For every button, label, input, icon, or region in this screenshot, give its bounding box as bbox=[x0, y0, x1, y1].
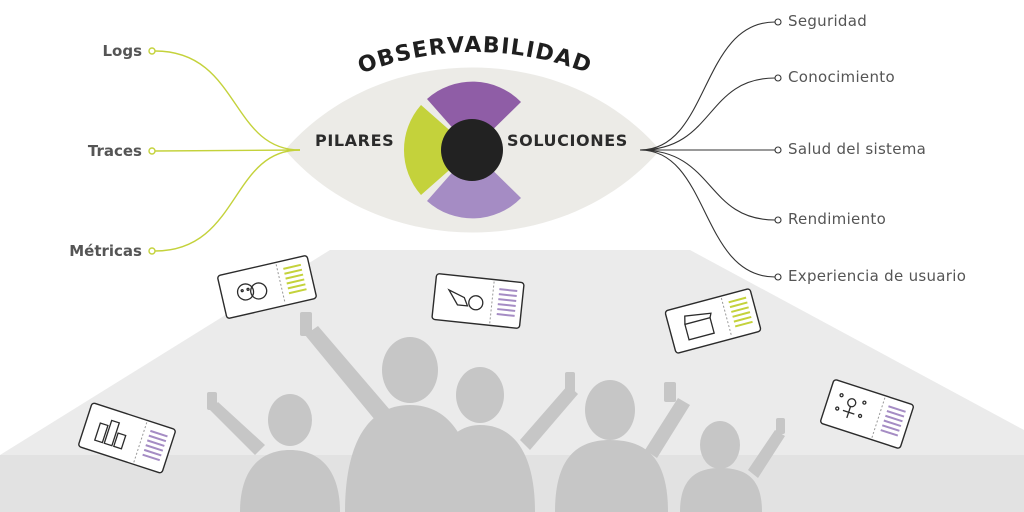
ticket-soccer bbox=[431, 273, 525, 329]
iris-lightpurple-segment bbox=[427, 150, 521, 219]
clapperboard-icon bbox=[684, 312, 715, 341]
crowd-silhouette bbox=[207, 312, 785, 512]
solution-seguridad: Seguridad bbox=[788, 12, 868, 30]
pillar-logs: Logs bbox=[102, 42, 142, 60]
iris-purple-segment bbox=[427, 81, 521, 150]
observability-title: OBSERVABILIDAD bbox=[355, 33, 595, 79]
solution-salud-sistema: Salud del sistema bbox=[788, 140, 927, 158]
eye-right-label: SOLUCIONES bbox=[507, 131, 628, 150]
solution-rendimiento: Rendimiento bbox=[788, 210, 887, 228]
pillar-traces: Traces bbox=[87, 142, 142, 160]
iris-center bbox=[441, 119, 503, 181]
performer-lights-icon bbox=[835, 393, 867, 419]
solution-conocimiento: Conocimiento bbox=[788, 68, 895, 86]
pillar-connectors bbox=[154, 50, 301, 252]
iris-green-segment bbox=[403, 105, 472, 195]
ticket-performer bbox=[820, 379, 914, 449]
theater-masks-icon bbox=[236, 282, 268, 301]
solution-nodes bbox=[774, 18, 782, 281]
ticket-theater bbox=[217, 255, 317, 319]
pillar-nodes bbox=[148, 47, 156, 255]
ticket-cinema bbox=[664, 288, 762, 354]
soccer-boot-ball-icon bbox=[447, 288, 484, 311]
pillar-metricas: Métricas bbox=[69, 242, 142, 260]
solution-experiencia-usuario: Experiencia de usuario bbox=[788, 267, 967, 285]
ticket-city bbox=[78, 402, 176, 474]
iris bbox=[403, 81, 521, 219]
city-buildings-icon bbox=[93, 419, 127, 450]
title-arc: OBSERVABILIDAD bbox=[355, 33, 595, 79]
solution-connectors bbox=[639, 21, 776, 278]
eye-left-label: PILARES bbox=[315, 131, 395, 150]
